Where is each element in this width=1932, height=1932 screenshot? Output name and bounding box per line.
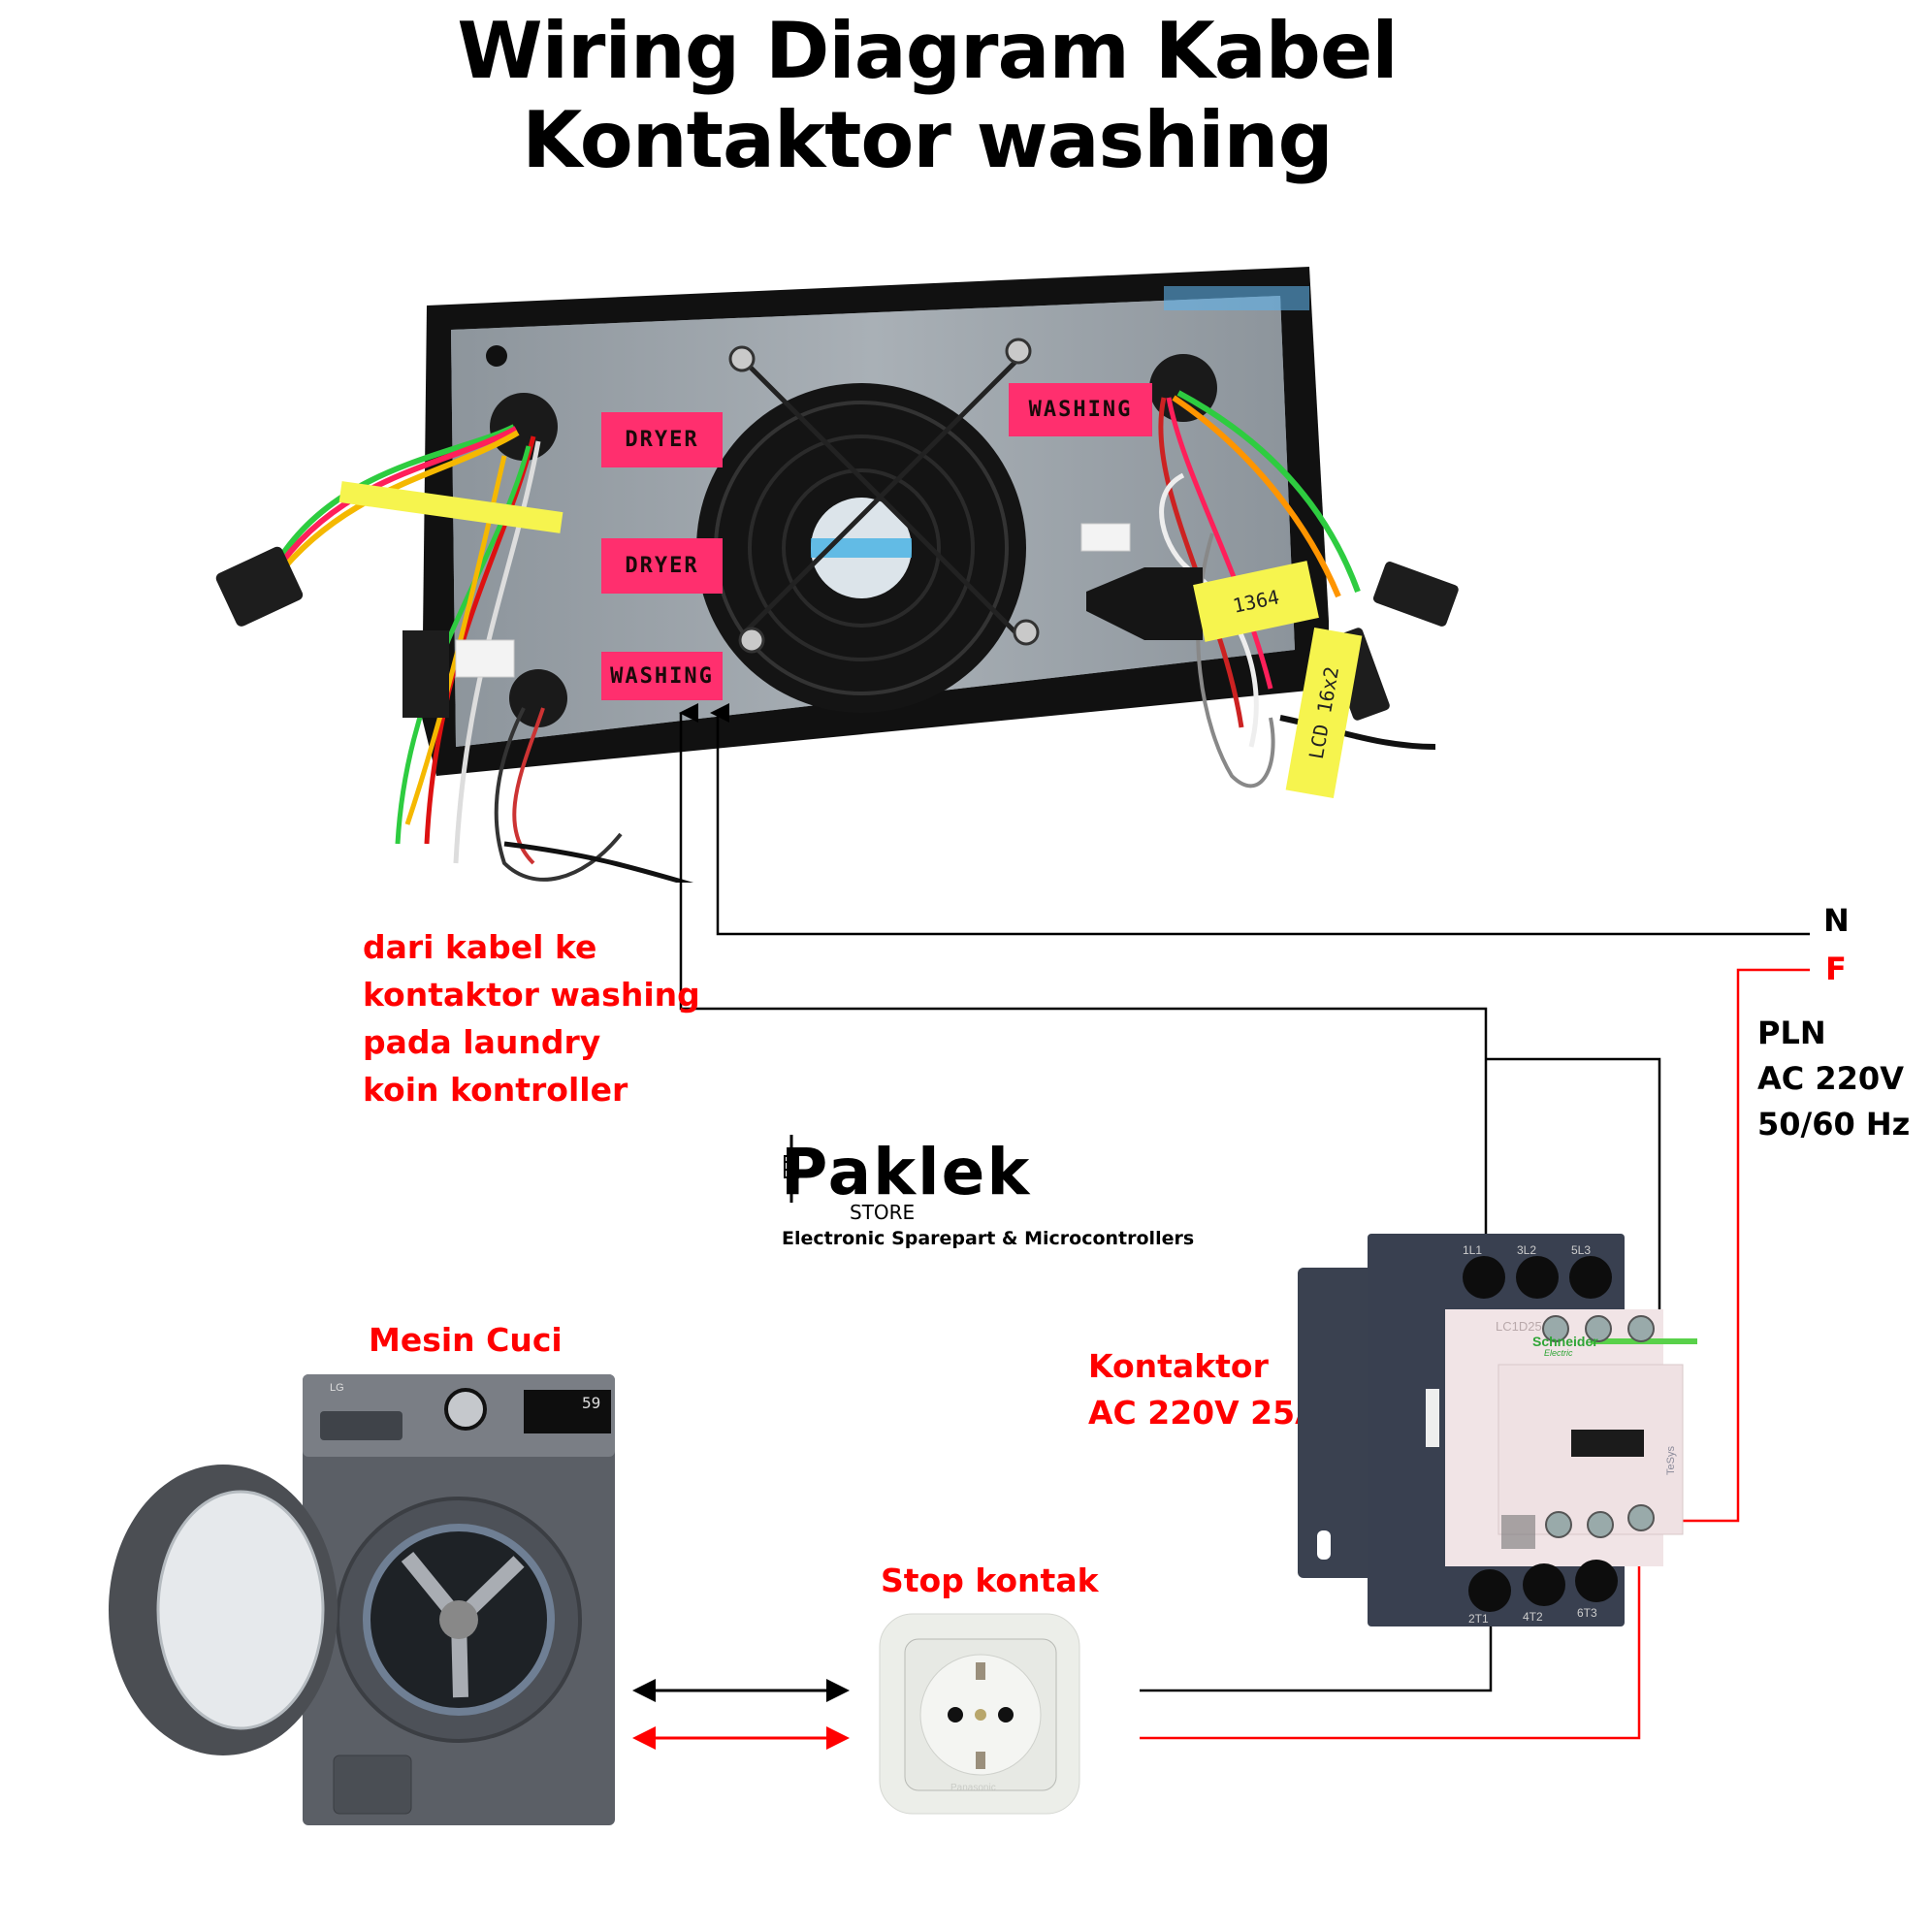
contactor-series: TeSys xyxy=(1664,1446,1677,1475)
wire-controller-to-l1 xyxy=(679,713,1488,1257)
terminal-2t1: 2T1 xyxy=(1468,1612,1489,1626)
terminal-1l1: 1L1 xyxy=(1463,1243,1483,1257)
pln-supply-info: PLN AC 220V 50/60 Hz xyxy=(1757,1011,1910,1147)
note-line: kontaktor washing xyxy=(363,976,700,1014)
voltage-line: AC 220V xyxy=(1757,1060,1904,1097)
wire-phase-pln xyxy=(1670,968,1810,1523)
arrow-head-right-black xyxy=(826,1679,850,1702)
pln-line: PLN xyxy=(1757,1014,1826,1051)
arrow-head-left-black xyxy=(632,1679,656,1702)
wall-socket: Panasonic xyxy=(878,1612,1081,1816)
contactor-rating-line: AC 220V 25A xyxy=(1088,1394,1320,1432)
terminal-4t2: 4T2 xyxy=(1523,1610,1543,1624)
phase-label: F xyxy=(1825,950,1847,987)
coin-controller-box: DRYER DRYER WASHING WASHING 1364 LCD 16x… xyxy=(213,262,1474,895)
arrow-head-left-red xyxy=(632,1726,656,1750)
logo-resistor-icon xyxy=(784,1135,813,1208)
terminal-6t3: 6T3 xyxy=(1577,1606,1597,1620)
wire-t1-to-socket xyxy=(1140,1610,1493,1692)
frequency-line: 50/60 Hz xyxy=(1757,1106,1911,1143)
logo-store: STORE xyxy=(850,1201,916,1224)
wiring-note: dari kabel ke kontaktor washing pada lau… xyxy=(363,923,700,1113)
logo-tagline: Electronic Sparepart & Microcontrollers xyxy=(782,1228,1195,1249)
label-washing-bottom: WASHING xyxy=(601,652,723,700)
wire-neutral-controller xyxy=(716,713,1810,936)
contactor-label-line: Kontaktor xyxy=(1088,1347,1269,1385)
terminal-3l2: 3L2 xyxy=(1517,1243,1537,1257)
diagram-title-line-1: Wiring Diagram Kabel xyxy=(457,6,1398,96)
washing-machine: LG 59 xyxy=(87,1372,630,1828)
diagram-title-line-2: Kontaktor washing xyxy=(522,95,1334,185)
contactor-brand: Schneider xyxy=(1532,1334,1598,1349)
note-line: pada laundry xyxy=(363,1023,601,1061)
logo-name: Paklek xyxy=(781,1135,1032,1209)
socket-brand: Panasonic xyxy=(950,1783,996,1793)
contactor-illustration xyxy=(1298,1234,1697,1626)
arrow-head-right-red xyxy=(826,1726,850,1750)
socket-illustration xyxy=(879,1613,1080,1815)
washing-machine-brand: LG xyxy=(330,1382,344,1394)
washing-machine-display: 59 xyxy=(582,1394,601,1412)
note-line: koin kontroller xyxy=(363,1071,628,1109)
contactor-model: LC1D25 xyxy=(1496,1319,1542,1334)
neutral-label: N xyxy=(1823,902,1850,939)
contactor-brand-sub: Electric xyxy=(1544,1348,1573,1358)
note-line: dari kabel ke xyxy=(363,928,597,966)
socket-label: Stop kontak xyxy=(881,1562,1099,1599)
wire-a2-to-socket xyxy=(1140,1515,1641,1740)
washing-machine-illustration xyxy=(109,1374,615,1825)
terminal-5l3: 5L3 xyxy=(1571,1243,1592,1257)
label-dryer-middle: DRYER xyxy=(601,538,723,594)
label-washing-top: WASHING xyxy=(1009,383,1152,436)
washing-machine-label: Mesin Cuci xyxy=(369,1321,563,1359)
label-dryer-top: DRYER xyxy=(601,412,723,467)
contactor-device: 1L1 3L2 5L3 2T1 4T2 6T3 LC1D25 Schneider… xyxy=(1290,1224,1697,1631)
contactor-label: Kontaktor AC 220V 25A xyxy=(1088,1343,1320,1436)
